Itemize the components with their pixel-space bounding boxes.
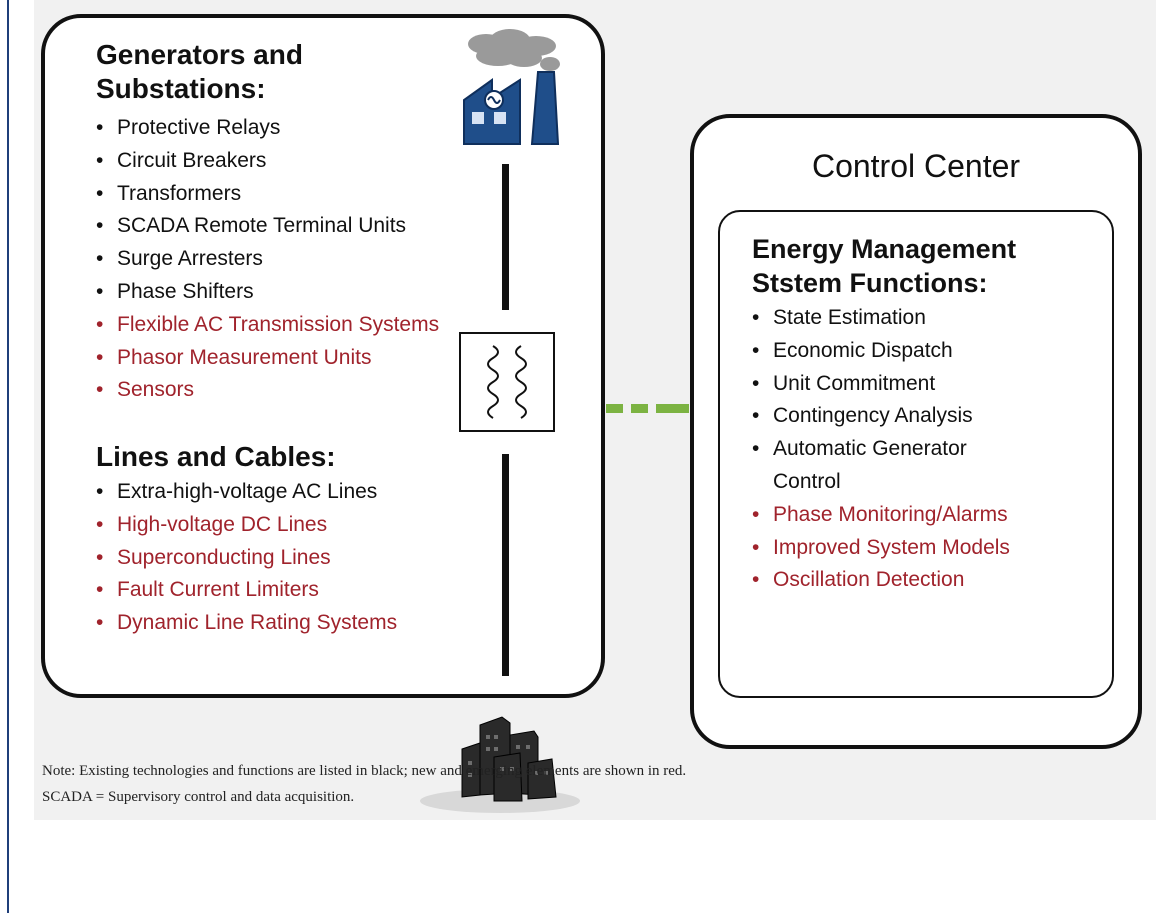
list-item: Surge Arresters: [96, 243, 476, 276]
list-item: State Estimation: [752, 302, 1032, 335]
transformer-icon: [459, 332, 555, 432]
list-item: Improved System Models: [752, 532, 1032, 565]
list-item: Extra-high-voltage AC Lines: [96, 476, 466, 509]
list-item: Protective Relays: [96, 112, 476, 145]
list-item: Phase Shifters: [96, 276, 476, 309]
list-item: Circuit Breakers: [96, 145, 476, 178]
lines-cables-list: Extra-high-voltage AC LinesHigh-voltage …: [96, 476, 466, 640]
list-item: Unit Commitment: [752, 368, 1032, 401]
left-margin-rule: [7, 0, 9, 913]
list-item: Transformers: [96, 178, 476, 211]
list-item: Phasor Measurement Units: [96, 342, 476, 375]
connector-line-lower: [502, 454, 509, 676]
ems-functions-list: State EstimationEconomic DispatchUnit Co…: [752, 302, 1032, 597]
generators-substations-list: Protective RelaysCircuit BreakersTransfo…: [96, 112, 476, 407]
list-item: Phase Monitoring/Alarms: [752, 499, 1032, 532]
list-item: Superconducting Lines: [96, 542, 466, 575]
ems-functions-title: Energy Management Ststem Functions:: [752, 234, 1017, 298]
list-item: Fault Current Limiters: [96, 574, 466, 607]
list-item: High-voltage DC Lines: [96, 509, 466, 542]
factory-icon: [463, 29, 560, 145]
list-item: Dynamic Line Rating Systems: [96, 607, 466, 640]
control-center-title: Control Center: [811, 148, 1021, 184]
list-item: Flexible AC Transmission Systems: [96, 309, 476, 342]
list-item: Automatic Generator Control: [752, 433, 1032, 499]
list-item: Contingency Analysis: [752, 400, 1032, 433]
abbreviation-note: SCADA = Supervisory control and data acq…: [42, 789, 355, 805]
connector-dash-4: [673, 404, 689, 413]
section-title-lines-cables: Lines and Cables:: [96, 441, 336, 472]
list-item: SCADA Remote Terminal Units: [96, 210, 476, 243]
list-item: Oscillation Detection: [752, 564, 1032, 597]
legend-note: Note: Existing technologies and function…: [42, 763, 687, 779]
list-item: Sensors: [96, 374, 476, 407]
connector-dash-1: [606, 404, 623, 413]
section-title-generators: Generators and Substations:: [96, 39, 303, 104]
connector-dash-3: [656, 404, 673, 413]
connector-dash-2: [631, 404, 648, 413]
list-item: Economic Dispatch: [752, 335, 1032, 368]
city-buildings-icon: [420, 716, 580, 813]
connector-line-upper: [502, 164, 509, 310]
